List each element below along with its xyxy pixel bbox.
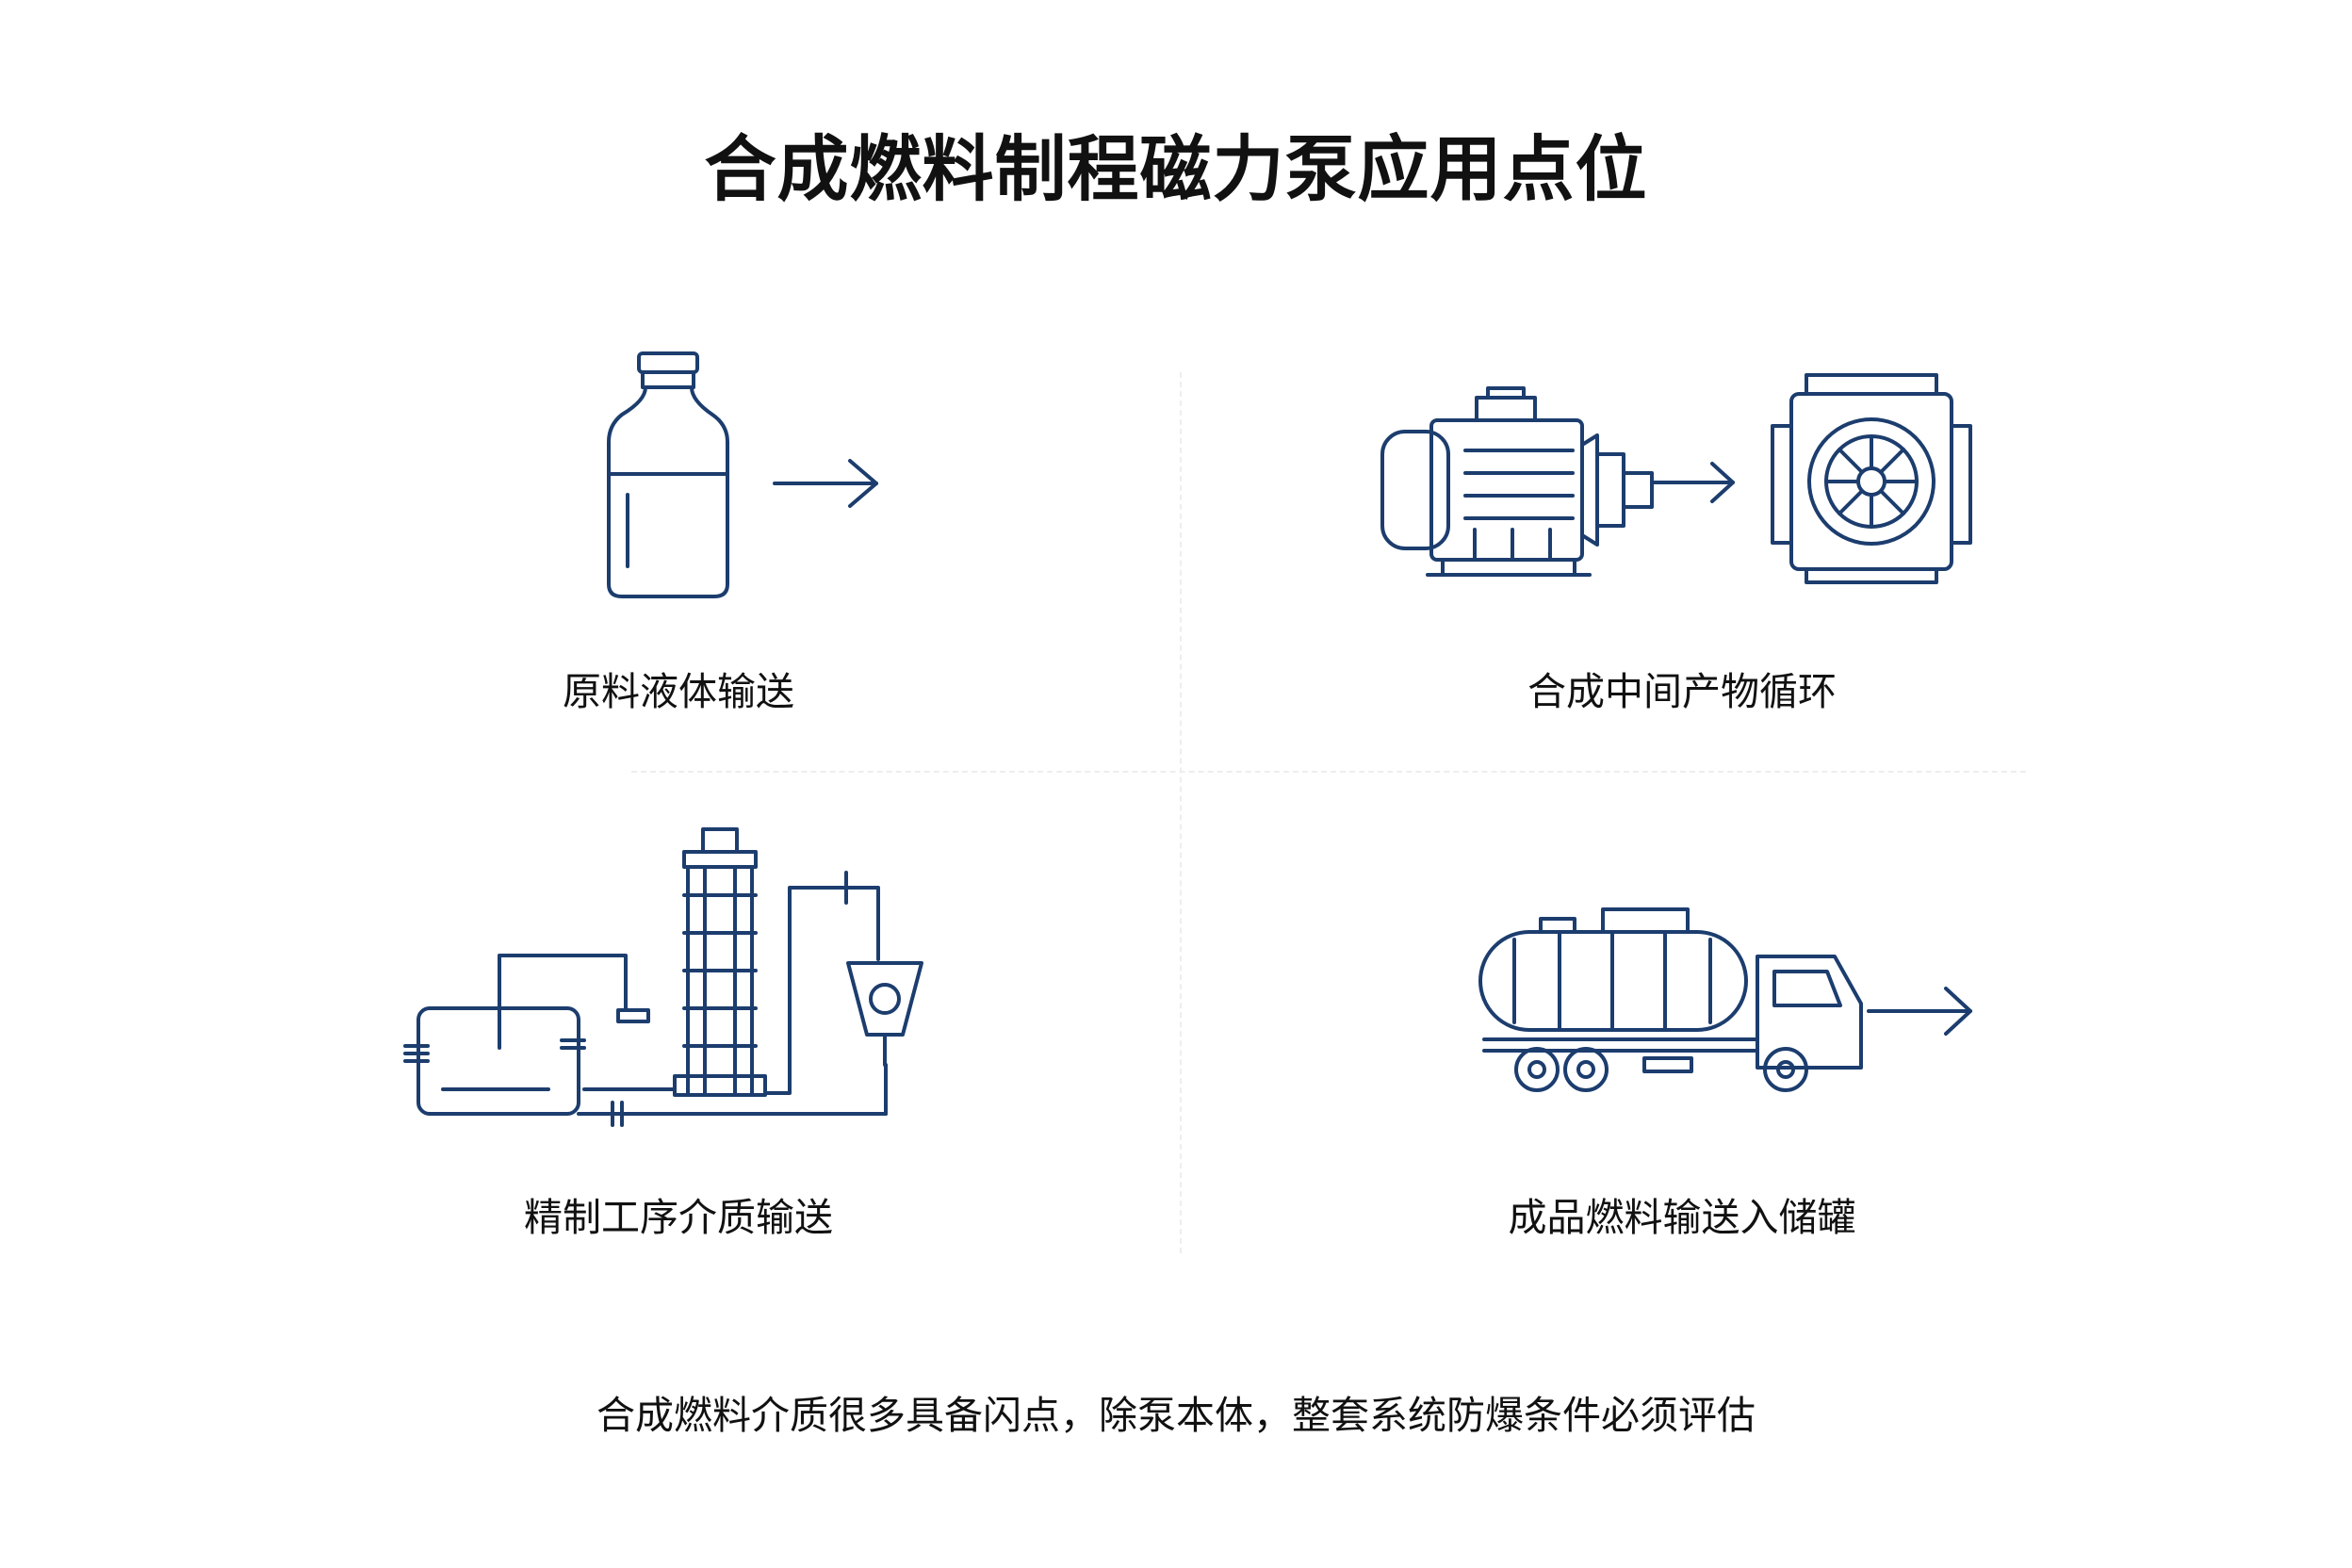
panel-label-raw-liquid: 原料液体输送 bbox=[563, 669, 794, 714]
bottle-arrow-icon bbox=[594, 344, 895, 608]
refining-column-icon bbox=[396, 820, 942, 1131]
panel-label-intermediate-circulation: 合成中间产物循环 bbox=[1527, 669, 1837, 714]
panel-label-refining-transfer: 精制工序介质输送 bbox=[524, 1195, 833, 1240]
motor-pump-icon bbox=[1371, 368, 1984, 584]
vertical-divider bbox=[1180, 372, 1182, 1253]
page-title: 合成燃料制程磁力泵应用点位 bbox=[704, 127, 1648, 211]
footer-note: 合成燃料介质很多具备闪点，除泵本体，整套系统防爆条件必须评估 bbox=[596, 1393, 1756, 1438]
panel-label-product-to-storage: 成品燃料输送入储罐 bbox=[1508, 1195, 1856, 1240]
tanker-truck-icon bbox=[1465, 900, 1993, 1098]
horizontal-divider bbox=[631, 771, 2026, 773]
